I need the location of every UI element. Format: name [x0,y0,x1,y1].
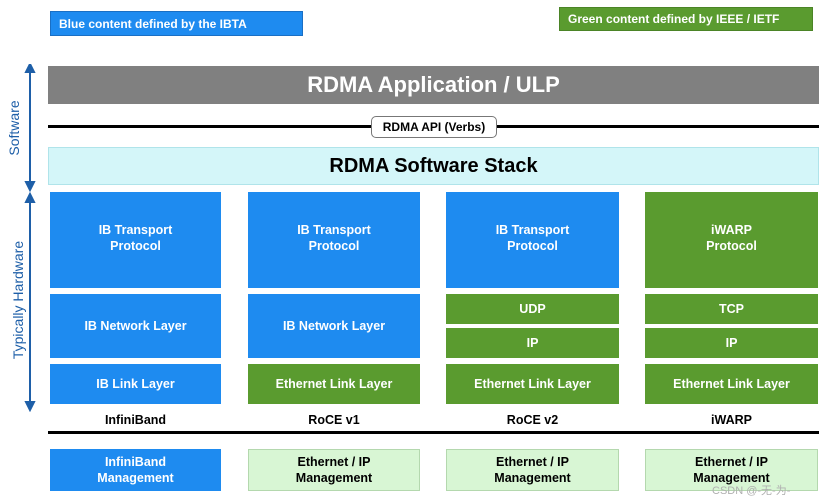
management-divider-line [48,431,819,434]
rocev2-link-box: Ethernet Link Layer [446,364,619,404]
rocev2-management-box: Ethernet / IP Management [446,449,619,491]
column-name-rocev1: RoCE v1 [308,413,360,427]
iwarp-ip-box: IP [645,328,818,358]
software-arrow-head-up [24,64,36,73]
rdma-api-verbs: RDMA API (Verbs) [371,116,497,138]
infiniband-transport-box: IB Transport Protocol [50,192,221,288]
rocev1-link-box: Ethernet Link Layer [248,364,420,404]
rdma-software-stack: RDMA Software Stack [48,147,819,185]
watermark: CSDN @-无-为- [712,485,791,497]
rocev2-ip-box: IP [446,328,619,358]
infiniband-network-box: IB Network Layer [50,294,221,358]
column-name-iwarp: iWARP [711,413,752,427]
iwarp-protocol-box: iWARP Protocol [645,192,818,288]
rdma-application-layer: RDMA Application / ULP [48,66,819,104]
software-arrow-head-down [24,181,36,193]
software-label: Software [6,100,22,156]
rocev1-transport-box: IB Transport Protocol [248,192,420,288]
rocev1-network-box: IB Network Layer [248,294,420,358]
column-name-rocev2: RoCE v2 [506,413,559,427]
side-arrows [24,64,36,412]
legend-ibta: Blue content defined by the IBTA [50,11,303,36]
iwarp-link-box: Ethernet Link Layer [645,364,818,404]
iwarp-management-box: Ethernet / IP Management [645,449,818,491]
hardware-arrow-head-down [24,401,36,412]
rocev1-management-box: Ethernet / IP Management [248,449,420,491]
rocev2-transport-box: IB Transport Protocol [446,192,619,288]
hardware-label: Typically Hardware [10,240,26,360]
infiniband-management-box: InfiniBand Management [50,449,221,491]
hardware-arrow-head-up [24,191,36,203]
infiniband-link-box: IB Link Layer [50,364,221,404]
legend-ieee-ietf: Green content defined by IEEE / IETF [559,7,813,31]
iwarp-tcp-box: TCP [645,294,818,324]
rocev2-udp-box: UDP [446,294,619,324]
column-name-infiniband: InfiniBand [104,413,167,427]
